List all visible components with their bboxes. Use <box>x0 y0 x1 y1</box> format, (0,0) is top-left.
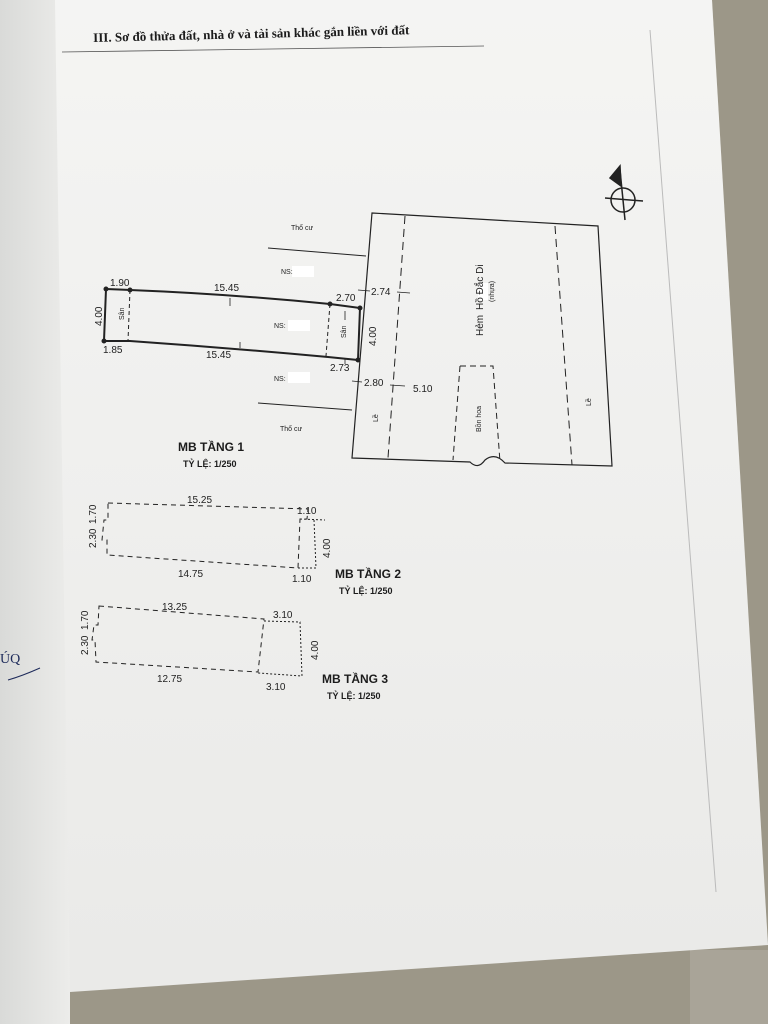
floor1-scale: TỶ LỆ: 1/250 <box>183 458 237 469</box>
dim-arrow <box>351 380 363 383</box>
f2-dim-left-inner: 1.70 <box>88 504 99 524</box>
corner-marker <box>101 338 107 344</box>
floor-tile <box>690 950 768 1024</box>
boundary-line-top <box>267 247 367 257</box>
f3-dim-right-height: 4.00 <box>310 640 321 660</box>
dim-bottom: 15.45 <box>206 350 231 361</box>
corner-marker <box>357 305 363 311</box>
lot-outline <box>102 287 362 362</box>
yard-divider-left <box>127 289 131 342</box>
yard-label-right: Sân <box>341 325 348 338</box>
dim-road-top: 2.74 <box>371 287 391 298</box>
floor3-scale: TỶ LỆ: 1/250 <box>327 690 381 701</box>
f2-dim-top: 15.25 <box>187 495 212 506</box>
header-rule <box>61 45 485 53</box>
f2-dim-left-outer: 2.30 <box>88 528 99 548</box>
dim-left-height: 4.00 <box>94 306 105 326</box>
redaction <box>478 283 488 300</box>
corner-marker <box>327 301 333 307</box>
corner-marker <box>103 286 109 292</box>
f2-dim-right-height: 4.00 <box>322 538 333 558</box>
land-label-bottom: Thổ cư <box>280 425 303 433</box>
redaction <box>288 372 310 383</box>
alley-note: (nhựa) <box>489 281 496 302</box>
boundary-line-bottom <box>257 402 353 411</box>
flower-bed-label: Bồn hoa <box>474 406 483 432</box>
f2-dim-top-right: 1.10 <box>297 506 317 517</box>
dim-top: 15.45 <box>214 283 239 294</box>
yard-divider-right <box>325 303 331 357</box>
signature-squiggle <box>7 667 41 681</box>
dim-arrow <box>389 384 406 387</box>
f2-dim-bottom: 14.75 <box>178 569 203 580</box>
floor3-title: MB TẦNG 3 <box>322 671 388 686</box>
alley-label: Hẻm <box>475 315 486 336</box>
f3-dim-bottom: 12.75 <box>157 674 182 685</box>
margin-note: ÚQ <box>0 652 21 667</box>
f3-dim-left-inner: 1.70 <box>80 610 91 630</box>
f3-dim-top-right: 3.10 <box>273 610 293 621</box>
flower-bed-outline <box>452 365 501 463</box>
dim-road-bottom: 2.80 <box>364 378 384 389</box>
dim-arrow <box>396 291 411 294</box>
ns-label-3: NS: <box>274 376 286 383</box>
sidewalk-label-left: Lề <box>371 414 380 422</box>
road-outline <box>351 212 613 467</box>
f3-dim-bottom-right: 3.10 <box>266 682 286 693</box>
ns-label-2: NS: <box>274 323 286 330</box>
north-arrow-icon <box>604 164 644 221</box>
alley-name: Hồ Đắc Di <box>473 264 486 310</box>
floor2-title: MB TẦNG 2 <box>335 566 401 581</box>
sidewalk-line-left <box>387 215 406 459</box>
dim-right-height: 4.00 <box>368 326 379 346</box>
floor2-scale: TỶ LỆ: 1/250 <box>339 585 393 596</box>
floor1-plan <box>101 212 613 467</box>
sidewalk-label-right: Lề <box>584 398 593 406</box>
land-label-top: Thổ cư <box>291 224 314 232</box>
dim-arrow <box>357 289 371 292</box>
ns-label-1: NS: <box>281 269 293 276</box>
floor1-title: MB TẦNG 1 <box>178 439 244 454</box>
dim-bottom-left: 1.85 <box>103 345 123 356</box>
yard-label-left: Sân <box>119 307 126 320</box>
redaction <box>292 266 314 277</box>
floor2-plan <box>101 502 326 569</box>
corner-marker <box>127 287 133 293</box>
page-margin-line <box>649 29 717 893</box>
sidewalk-line-right <box>554 225 573 466</box>
dim-porch-bottom: 2.73 <box>330 363 350 374</box>
dim-alley-width: 5.10 <box>413 384 433 395</box>
redaction <box>288 320 310 331</box>
dim-top-left: 1.90 <box>110 278 130 289</box>
f3-dim-left-outer: 2.30 <box>80 635 91 655</box>
f2-dim-bottom-right: 1.10 <box>292 574 312 585</box>
floor3-plan <box>91 605 303 677</box>
dim-porch-top: 2.70 <box>336 293 356 304</box>
f3-dim-top: 13.25 <box>162 602 187 613</box>
